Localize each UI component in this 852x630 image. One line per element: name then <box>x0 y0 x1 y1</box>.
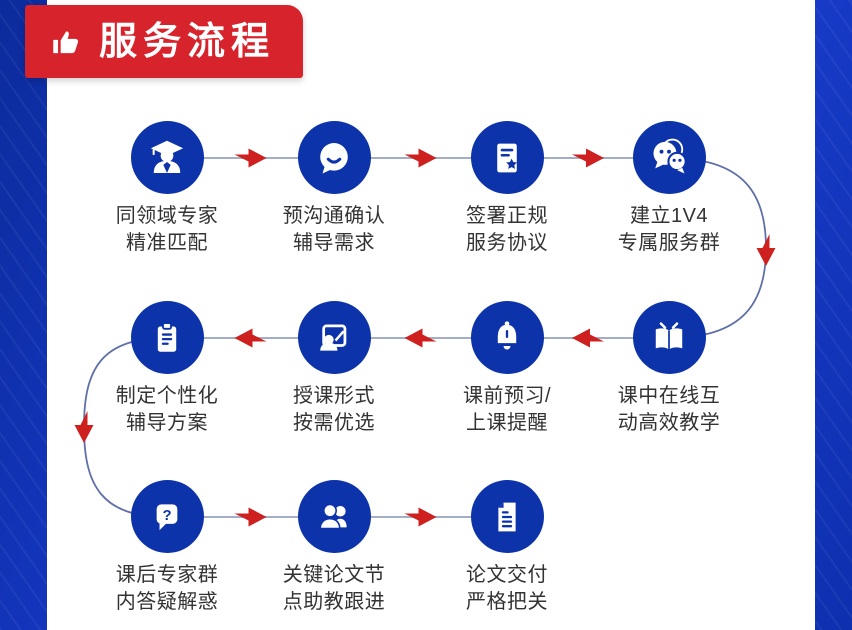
step-icon-circle <box>470 480 544 553</box>
arrow-left-icon <box>572 328 604 348</box>
step-label-line1: 课中在线互 <box>617 385 721 407</box>
flow-step-11: 论文交付 严格把关 <box>422 480 592 616</box>
section-header-badge: 服务流程 <box>25 5 303 78</box>
step-label-line2: 专属服务群 <box>617 232 721 254</box>
step-label-line1: 同领域专家 <box>115 205 219 227</box>
step-label-line2: 辅导需求 <box>293 232 375 254</box>
arrow-right-icon <box>234 148 267 168</box>
step-label-line2: 点助教跟进 <box>282 591 386 613</box>
step-label-line2: 上课提醒 <box>466 412 548 434</box>
arrow-left-icon <box>234 328 267 348</box>
presentation-icon <box>320 324 347 351</box>
step-label: 签署正规 服务协议 <box>466 203 548 257</box>
step-label-line2: 辅导方案 <box>126 412 208 434</box>
step-label: 论文交付 严格把关 <box>466 562 548 616</box>
step-label-line2: 精准匹配 <box>126 232 208 254</box>
step-label: 关键论文节 点助教跟进 <box>283 562 386 616</box>
step-label: 课前预习/ 上课提醒 <box>463 383 551 437</box>
step-label-line1: 预沟通确认 <box>282 205 386 227</box>
chat-smile-icon <box>320 142 348 174</box>
step-label-line2: 内答疑解惑 <box>115 591 219 613</box>
step-label-line2: 服务协议 <box>466 232 548 254</box>
step-label-line1: 建立1V4 <box>629 205 709 227</box>
step-icon-circle <box>297 301 371 374</box>
step-label-line1: 制定个性化 <box>115 385 219 407</box>
step-label: 课后专家群 内答疑解惑 <box>116 562 219 616</box>
arrow-left-icon <box>404 328 437 348</box>
step-icon-circle <box>632 301 706 374</box>
clipboard-icon <box>157 321 177 352</box>
step-icon-circle <box>470 301 544 374</box>
flow-step-7: 授课形式 按需优选 <box>249 301 419 437</box>
step-icon-circle <box>297 480 371 553</box>
step-icon-circle <box>632 121 706 194</box>
svg-text:?: ? <box>162 506 171 523</box>
step-label: 制定个性化 辅导方案 <box>116 383 219 437</box>
flow-step-6: 课前预习/ 上课提醒 <box>422 301 592 437</box>
step-icon-circle <box>130 301 204 374</box>
step-label-line1: 签署正规 <box>466 205 548 227</box>
open-book-icon <box>655 321 683 349</box>
step-label: 建立1V4 专属服务群 <box>618 203 721 257</box>
step-label: 授课形式 按需优选 <box>293 383 375 437</box>
thumbs-up-icon <box>53 30 79 53</box>
step-label-line1: 论文交付 <box>466 564 548 586</box>
step-icon-circle <box>130 121 204 194</box>
flow-step-3: 签署正规 服务协议 <box>422 121 592 257</box>
question-bubble-icon: ? <box>156 503 178 530</box>
arrow-right-icon <box>234 507 267 527</box>
arrow-down-icon <box>756 234 776 266</box>
flow-step-4: 建立1V4 专属服务群 <box>584 121 754 257</box>
flow-step-9: ? 课后专家群 内答疑解惑 <box>82 480 252 616</box>
step-icon-circle <box>470 121 544 194</box>
step-label-line1: 课前预习/ <box>462 385 552 407</box>
users-icon <box>319 503 347 529</box>
arrow-right-icon <box>404 507 437 527</box>
step-icon-circle: ? <box>130 480 204 553</box>
arrow-right-icon <box>404 148 437 168</box>
step-label-line2: 按需优选 <box>293 412 375 434</box>
step-label-line2: 严格把关 <box>466 591 548 613</box>
wechat-icon <box>653 138 687 174</box>
arrow-right-icon <box>572 148 604 168</box>
step-label-line2: 动高效教学 <box>617 412 721 434</box>
flow-step-5: 课中在线互 动高效教学 <box>584 301 754 437</box>
flow-step-1: 同领域专家 精准匹配 <box>82 121 252 257</box>
flow-step-8: 制定个性化 辅导方案 <box>82 301 252 437</box>
step-label-line1: 课后专家群 <box>115 564 219 586</box>
section-title: 服务流程 <box>99 20 276 63</box>
paper-icon <box>498 502 516 531</box>
arrow-down-icon <box>74 411 94 443</box>
step-label: 课中在线互 动高效教学 <box>618 383 721 437</box>
contract-icon <box>497 143 518 172</box>
bell-icon <box>497 320 517 349</box>
flow-step-2: 预沟通确认 辅导需求 <box>249 121 419 257</box>
flow-step-10: 关键论文节 点助教跟进 <box>249 480 419 616</box>
graduate-icon <box>150 140 184 173</box>
step-icon-circle <box>297 121 371 194</box>
step-label-line1: 授课形式 <box>293 385 375 407</box>
step-label-line1: 关键论文节 <box>282 564 386 586</box>
step-label: 同领域专家 精准匹配 <box>116 203 219 257</box>
step-label: 预沟通确认 辅导需求 <box>283 203 386 257</box>
